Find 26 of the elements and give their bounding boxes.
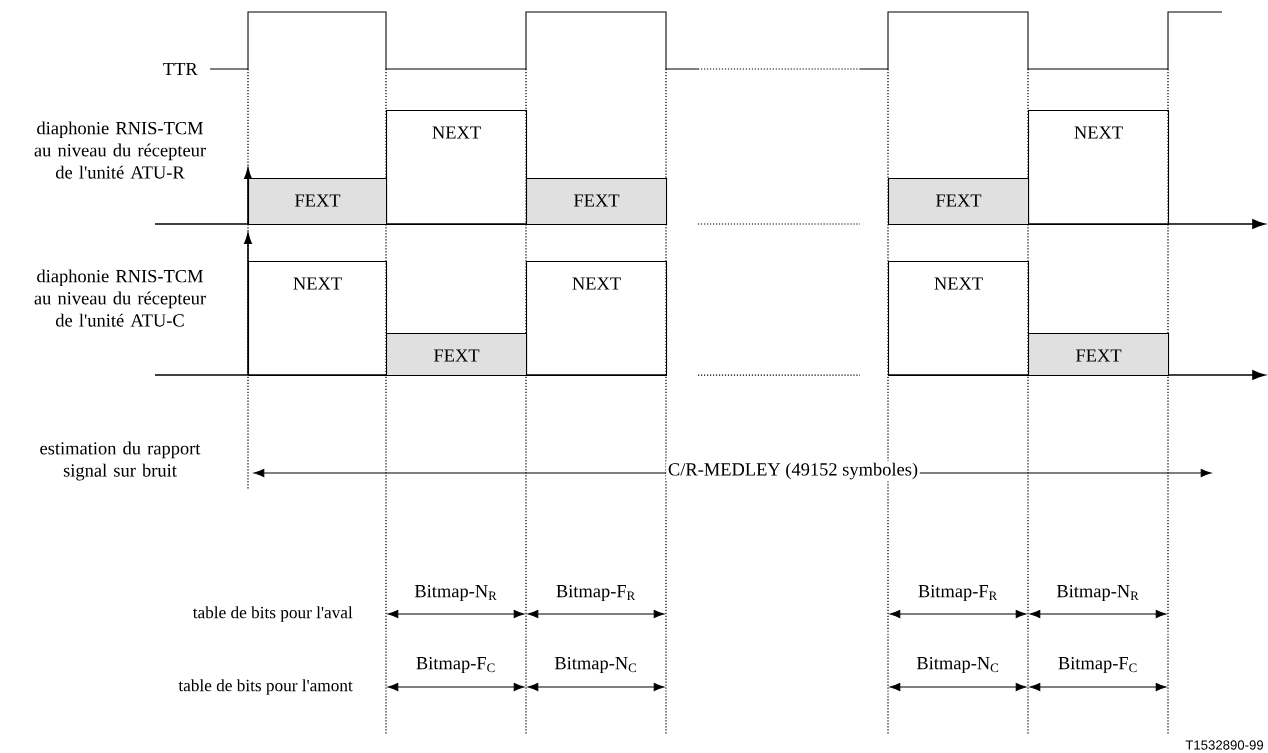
dimension-label: Bitmap-N$_{C}$ [554, 656, 637, 674]
dimension-label: Bitmap-N$_{R}$ [414, 584, 497, 602]
row-label: estimation du rapport signal sur bruit [40, 441, 201, 481]
dimension-label: Bitmap-F$_{C}$ [416, 656, 495, 674]
row-label: diaphonie RNIS-TCM au niveau du récepteur de l'unité ATU-R [34, 121, 206, 179]
dimension-label: Bitmap-N$_{R}$ [1056, 584, 1139, 602]
fext-box: FEXT [386, 333, 528, 377]
figure-id: T1532890-99 [1185, 740, 1264, 750]
next-box: NEXT [1028, 110, 1170, 226]
fext-box: FEXT [248, 178, 388, 226]
next-box: NEXT [888, 261, 1030, 377]
dimension-label: Bitmap-F$_{C}$ [1058, 656, 1137, 674]
next-box: NEXT [248, 261, 388, 377]
row-label: diaphonie RNIS-TCM au niveau du récepteur de l'unité ATU-C [34, 269, 206, 327]
fext-box: FEXT [526, 178, 668, 226]
next-box: NEXT [526, 261, 668, 377]
dimension-label: Bitmap-N$_{C}$ [916, 656, 999, 674]
fext-box: FEXT [888, 178, 1030, 226]
fext-box: FEXT [1028, 333, 1170, 377]
dimension-label: C/R-MEDLEY (49152 symboles) [666, 460, 920, 482]
row-label: table de bits pour l'aval [192, 606, 353, 622]
signal-label: TTR [163, 63, 198, 76]
next-box: NEXT [386, 110, 528, 226]
dimension-label: Bitmap-F$_{R}$ [556, 584, 636, 602]
dimension-label: Bitmap-F$_{R}$ [918, 584, 998, 602]
row-label: table de bits pour l'amont [178, 679, 353, 695]
